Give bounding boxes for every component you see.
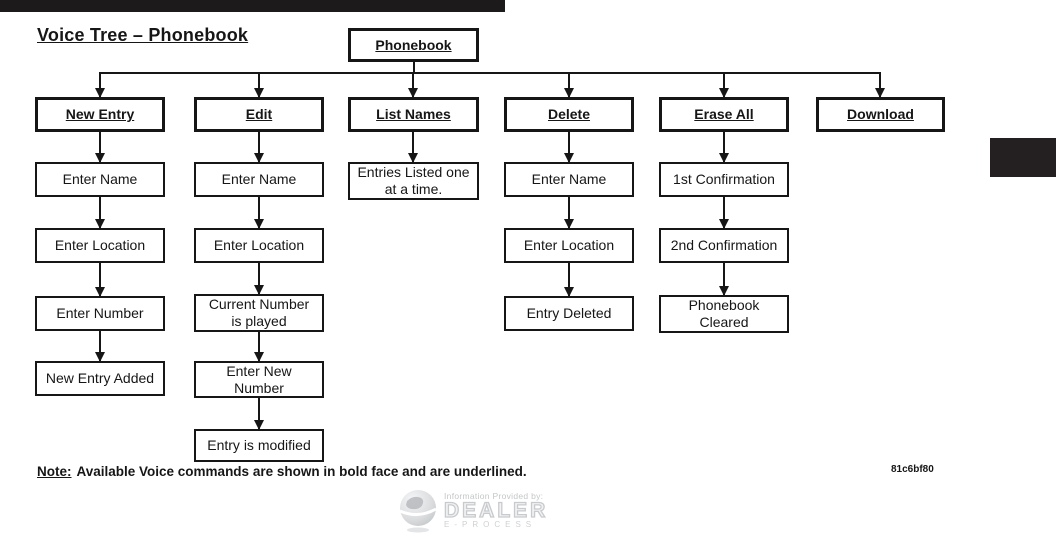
flow-arrow (95, 131, 105, 163)
tree-node: 1st Confirmation (659, 162, 789, 197)
node-label: 1st Confirmation (673, 171, 775, 187)
connector-line (99, 72, 881, 74)
flow-arrow (254, 197, 264, 229)
node-label: Entry Deleted (526, 305, 612, 321)
node-label: Enter Location (213, 237, 305, 253)
tree-node: Phonebook Cleared (659, 295, 789, 333)
flow-arrow (564, 197, 574, 229)
tree-node-phonebook-root: Phonebook (348, 28, 479, 62)
tree-node: Entries Listed one at a time. (348, 162, 479, 200)
node-label: Phonebook (375, 36, 452, 53)
flow-arrow (408, 73, 418, 98)
flow-arrow (719, 197, 729, 229)
node-label: Delete (547, 106, 591, 122)
tree-node: Enter New Number (194, 361, 324, 398)
tree-node-edit: Edit (194, 97, 324, 132)
node-label: Enter Location (523, 237, 615, 253)
tree-node-new-entry: New Entry (35, 97, 165, 132)
tree-node-erase-all: Erase All (659, 97, 789, 132)
tree-node: Enter Number (35, 296, 165, 331)
tree-node: Enter Name (35, 162, 165, 197)
node-label: Download (847, 106, 914, 122)
flow-arrow (564, 73, 574, 98)
node-label: New Entry (65, 106, 135, 122)
node-label: Erase All (694, 106, 754, 122)
page-title: Voice Tree – Phonebook (37, 25, 249, 45)
flow-arrow (95, 263, 105, 297)
node-label: Phonebook Cleared (688, 297, 760, 330)
tree-node: Current Number is played (194, 294, 324, 332)
flow-arrow (95, 331, 105, 362)
tree-node-download: Download (816, 97, 945, 132)
tree-node: Entry is modified (194, 429, 324, 462)
tree-node: Enter Location (504, 228, 634, 263)
figure-code: 81c6bf80 (891, 464, 934, 475)
node-label: 2nd Confirmation (670, 237, 778, 253)
tree-node: Enter Name (504, 162, 634, 197)
node-label: Enter New Number (226, 362, 292, 396)
sub-brand-wordmark: E-PROCESS (444, 520, 537, 529)
tree-node: Entry Deleted (504, 296, 634, 331)
note-label: Note: (37, 464, 72, 479)
node-label: Enter Name (221, 171, 297, 187)
dealer-eprocess-watermark: Information Provided by: DEALER E-PROCES… (398, 488, 548, 539)
top-black-bar (0, 0, 505, 12)
flow-arrow (254, 263, 264, 295)
watermark-text: Information Provided by: DEALER E-PROCES… (443, 488, 549, 529)
flow-arrow (875, 73, 885, 98)
tree-node: New Entry Added (35, 361, 165, 396)
tree-node: Enter Name (194, 162, 324, 197)
node-label: Enter Number (56, 305, 144, 321)
flow-arrow (254, 332, 264, 362)
flow-arrow (254, 73, 264, 98)
provider-line: Information Provided by: (444, 491, 544, 501)
node-label: List Names (376, 106, 451, 122)
node-label: Edit (245, 106, 273, 122)
node-label: Entries Listed one at a time. (357, 164, 470, 197)
flow-arrow (564, 131, 574, 163)
side-black-tab (990, 138, 1056, 177)
flow-arrow (719, 73, 729, 98)
flow-arrow (719, 263, 729, 296)
tree-node-delete: Delete (504, 97, 634, 132)
flow-arrow (95, 197, 105, 229)
tree-node: Enter Location (194, 228, 324, 263)
tree-node: Enter Location (35, 228, 165, 263)
node-label: Current Number is played (208, 296, 310, 329)
flow-arrow (254, 131, 264, 163)
note-text: Available Voice commands are shown in bo… (76, 464, 527, 479)
globe-icon (398, 488, 438, 539)
connector-line (413, 61, 415, 73)
footer-note: Note: Available Voice commands are shown … (37, 464, 527, 479)
node-label: Entry is modified (207, 437, 311, 453)
tree-node: 2nd Confirmation (659, 228, 789, 263)
node-label: Enter Name (531, 171, 607, 187)
flow-arrow (254, 398, 264, 430)
node-label: Enter Name (62, 171, 138, 187)
flow-arrow (408, 131, 418, 163)
brand-wordmark: DEALER (443, 499, 549, 522)
flow-arrow (564, 263, 574, 297)
tree-node-list-names: List Names (348, 97, 479, 132)
node-label: New Entry Added (45, 370, 155, 386)
node-label: Enter Location (54, 237, 146, 253)
flow-arrow (719, 131, 729, 163)
flow-arrow (95, 73, 105, 98)
